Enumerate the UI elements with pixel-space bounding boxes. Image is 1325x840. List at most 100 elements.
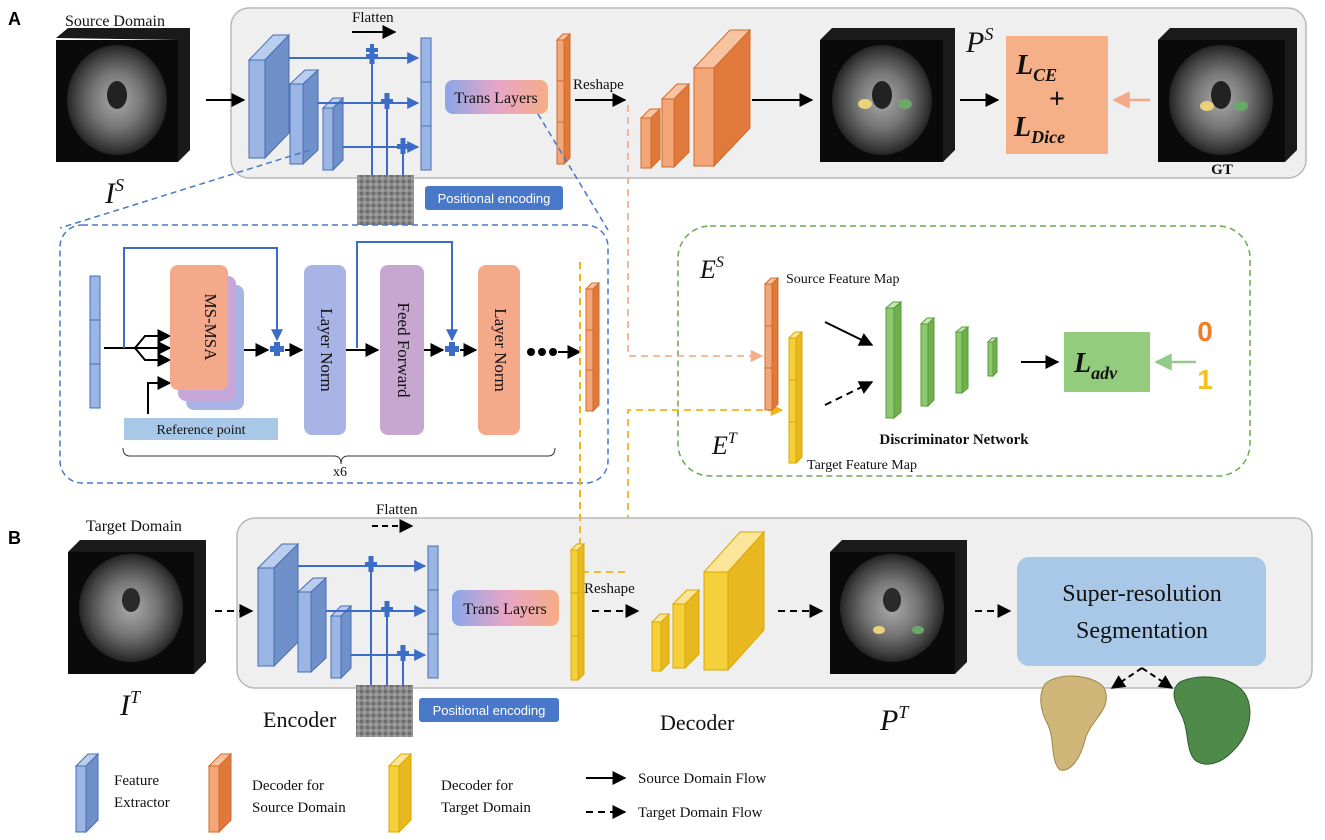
srs-output-arrows — [1110, 667, 1174, 689]
trans-layers-label-a: Trans Layers — [454, 90, 537, 107]
target-domain-label: Target Domain — [86, 518, 182, 535]
transformer-input-tokens — [89, 275, 101, 409]
layer-norm-label-1: Layer Norm — [317, 308, 336, 392]
legend-feature-extractor-line-1: Feature — [114, 773, 159, 789]
legend-target-decoder-line-1: Decoder for — [441, 778, 513, 794]
target-prediction-symbol: PT — [879, 702, 910, 737]
positional-noise-patch-b — [356, 685, 413, 737]
legend-target-decoder-swatch — [387, 752, 413, 834]
transformer-input-arrows — [104, 329, 172, 414]
repeat-label: x6 — [333, 465, 347, 480]
panel-b-letter: B — [8, 528, 21, 548]
ms-msa-label: MS-MSA — [201, 293, 220, 361]
adversarial-loss-box — [1064, 332, 1150, 392]
target-feature-map — [787, 330, 804, 465]
hippocampus-right-3d — [1173, 676, 1251, 765]
add-op-2 — [445, 342, 459, 356]
encoder-label: Encoder — [263, 707, 337, 732]
domain-label-target: 1 — [1197, 364, 1213, 395]
legend-target-flow-label: Target Domain Flow — [638, 805, 763, 821]
source-flattened-tokens — [420, 37, 432, 171]
source-encoder — [247, 33, 345, 172]
legend-source-decoder-line-2: Source Domain — [252, 800, 346, 816]
super-resolution-line-2: Segmentation — [1076, 618, 1208, 644]
zoom-line-right — [537, 113, 609, 231]
source-mri-image — [56, 28, 190, 162]
flatten-label-a: Flatten — [352, 10, 394, 26]
legend-feature-extractor-line-2: Extractor — [114, 795, 170, 811]
source-reshaped-tokens — [555, 32, 572, 166]
feed-forward-label: Feed Forward — [394, 303, 413, 398]
source-decoder — [639, 28, 752, 170]
ms-msa-block — [170, 265, 244, 410]
source-add-ops — [366, 44, 409, 154]
discriminator-panel — [677, 225, 1251, 477]
layer-norm-label-2: Layer Norm — [491, 308, 510, 392]
legend-source-decoder-line-1: Decoder for — [252, 778, 324, 794]
source-input-symbol: IS — [104, 175, 124, 210]
target-input-symbol: IT — [119, 687, 142, 722]
positional-encoding-label-b: Positional encoding — [433, 703, 546, 718]
target-feature-dashed-link-overlay — [579, 262, 628, 573]
source-prediction-image — [820, 28, 955, 162]
reference-point-label: Reference point — [156, 423, 245, 438]
repeat-brace — [122, 447, 556, 465]
source-domain-label: Source Domain — [65, 13, 165, 30]
target-feature-map-label: Target Feature Map — [807, 458, 917, 473]
target-encoder — [256, 542, 353, 680]
target-prediction-image — [830, 540, 967, 674]
reference-point-box — [124, 418, 278, 440]
target-reshaped-tokens — [569, 542, 586, 682]
arrow-target-to-discriminator — [824, 381, 874, 406]
panel-a-letter: A — [8, 9, 21, 29]
discriminator-network-label: Discriminator Network — [879, 432, 1029, 448]
trans-layers-box-a — [445, 80, 548, 114]
legend-target-decoder-line-2: Target Domain — [441, 800, 531, 816]
positional-encoding-box-b — [419, 698, 559, 722]
super-resolution-line-1: Super-resolution — [1062, 581, 1222, 607]
target-decoder — [650, 530, 766, 673]
adversarial-loss-label: Ladv — [1073, 348, 1118, 383]
loss-dice-label: LDice — [1013, 112, 1065, 147]
layer-norm-box-2 — [478, 265, 520, 435]
ellipsis-dots — [527, 348, 557, 356]
trans-layers-box-b — [452, 590, 559, 626]
loss-plus-label: + — [1049, 84, 1065, 115]
legend-feature-extractor-swatch — [74, 752, 100, 834]
target-mri-image — [68, 540, 206, 674]
hippocampus-left-3d — [1040, 675, 1107, 771]
super-resolution-box — [1017, 557, 1266, 666]
arrow-source-to-discriminator — [824, 321, 874, 346]
feed-forward-box — [380, 265, 424, 435]
source-pipeline-panel — [230, 7, 1307, 179]
legend-source-decoder-swatch — [207, 752, 233, 834]
layer-norm-box-1 — [304, 265, 346, 435]
source-feature-map — [763, 276, 780, 412]
trans-layers-label-b: Trans Layers — [463, 601, 546, 618]
ground-truth-image — [1158, 28, 1297, 162]
legend-source-flow-label: Source Domain Flow — [638, 771, 766, 787]
source-feature-map-label: Source Feature Map — [786, 272, 900, 287]
loss-ce-label: LCE — [1015, 50, 1057, 85]
source-feature-symbol: ES — [699, 254, 724, 284]
gt-label: GT — [1211, 162, 1233, 178]
flatten-label-b: Flatten — [376, 502, 418, 518]
positional-encoding-label-a: Positional encoding — [438, 191, 551, 206]
target-add-ops — [365, 556, 409, 661]
segmentation-loss-box — [1006, 36, 1108, 154]
target-flattened-tokens — [427, 545, 439, 679]
discriminator-network — [884, 300, 999, 420]
zoom-line-left — [59, 149, 311, 229]
transformer-output-tokens — [584, 281, 601, 413]
add-op-1 — [270, 342, 284, 356]
source-feature-dashed-link — [627, 105, 764, 363]
reshape-label-a: Reshape — [573, 77, 624, 93]
transformer-detail-panel — [59, 224, 609, 484]
positional-noise-patch-a — [357, 175, 414, 225]
positional-encoding-box-a — [425, 186, 563, 210]
reshape-label-b: Reshape — [584, 581, 635, 597]
decoder-label: Decoder — [660, 710, 735, 735]
domain-label-source: 0 — [1197, 316, 1213, 347]
target-feature-symbol: ET — [711, 430, 738, 460]
